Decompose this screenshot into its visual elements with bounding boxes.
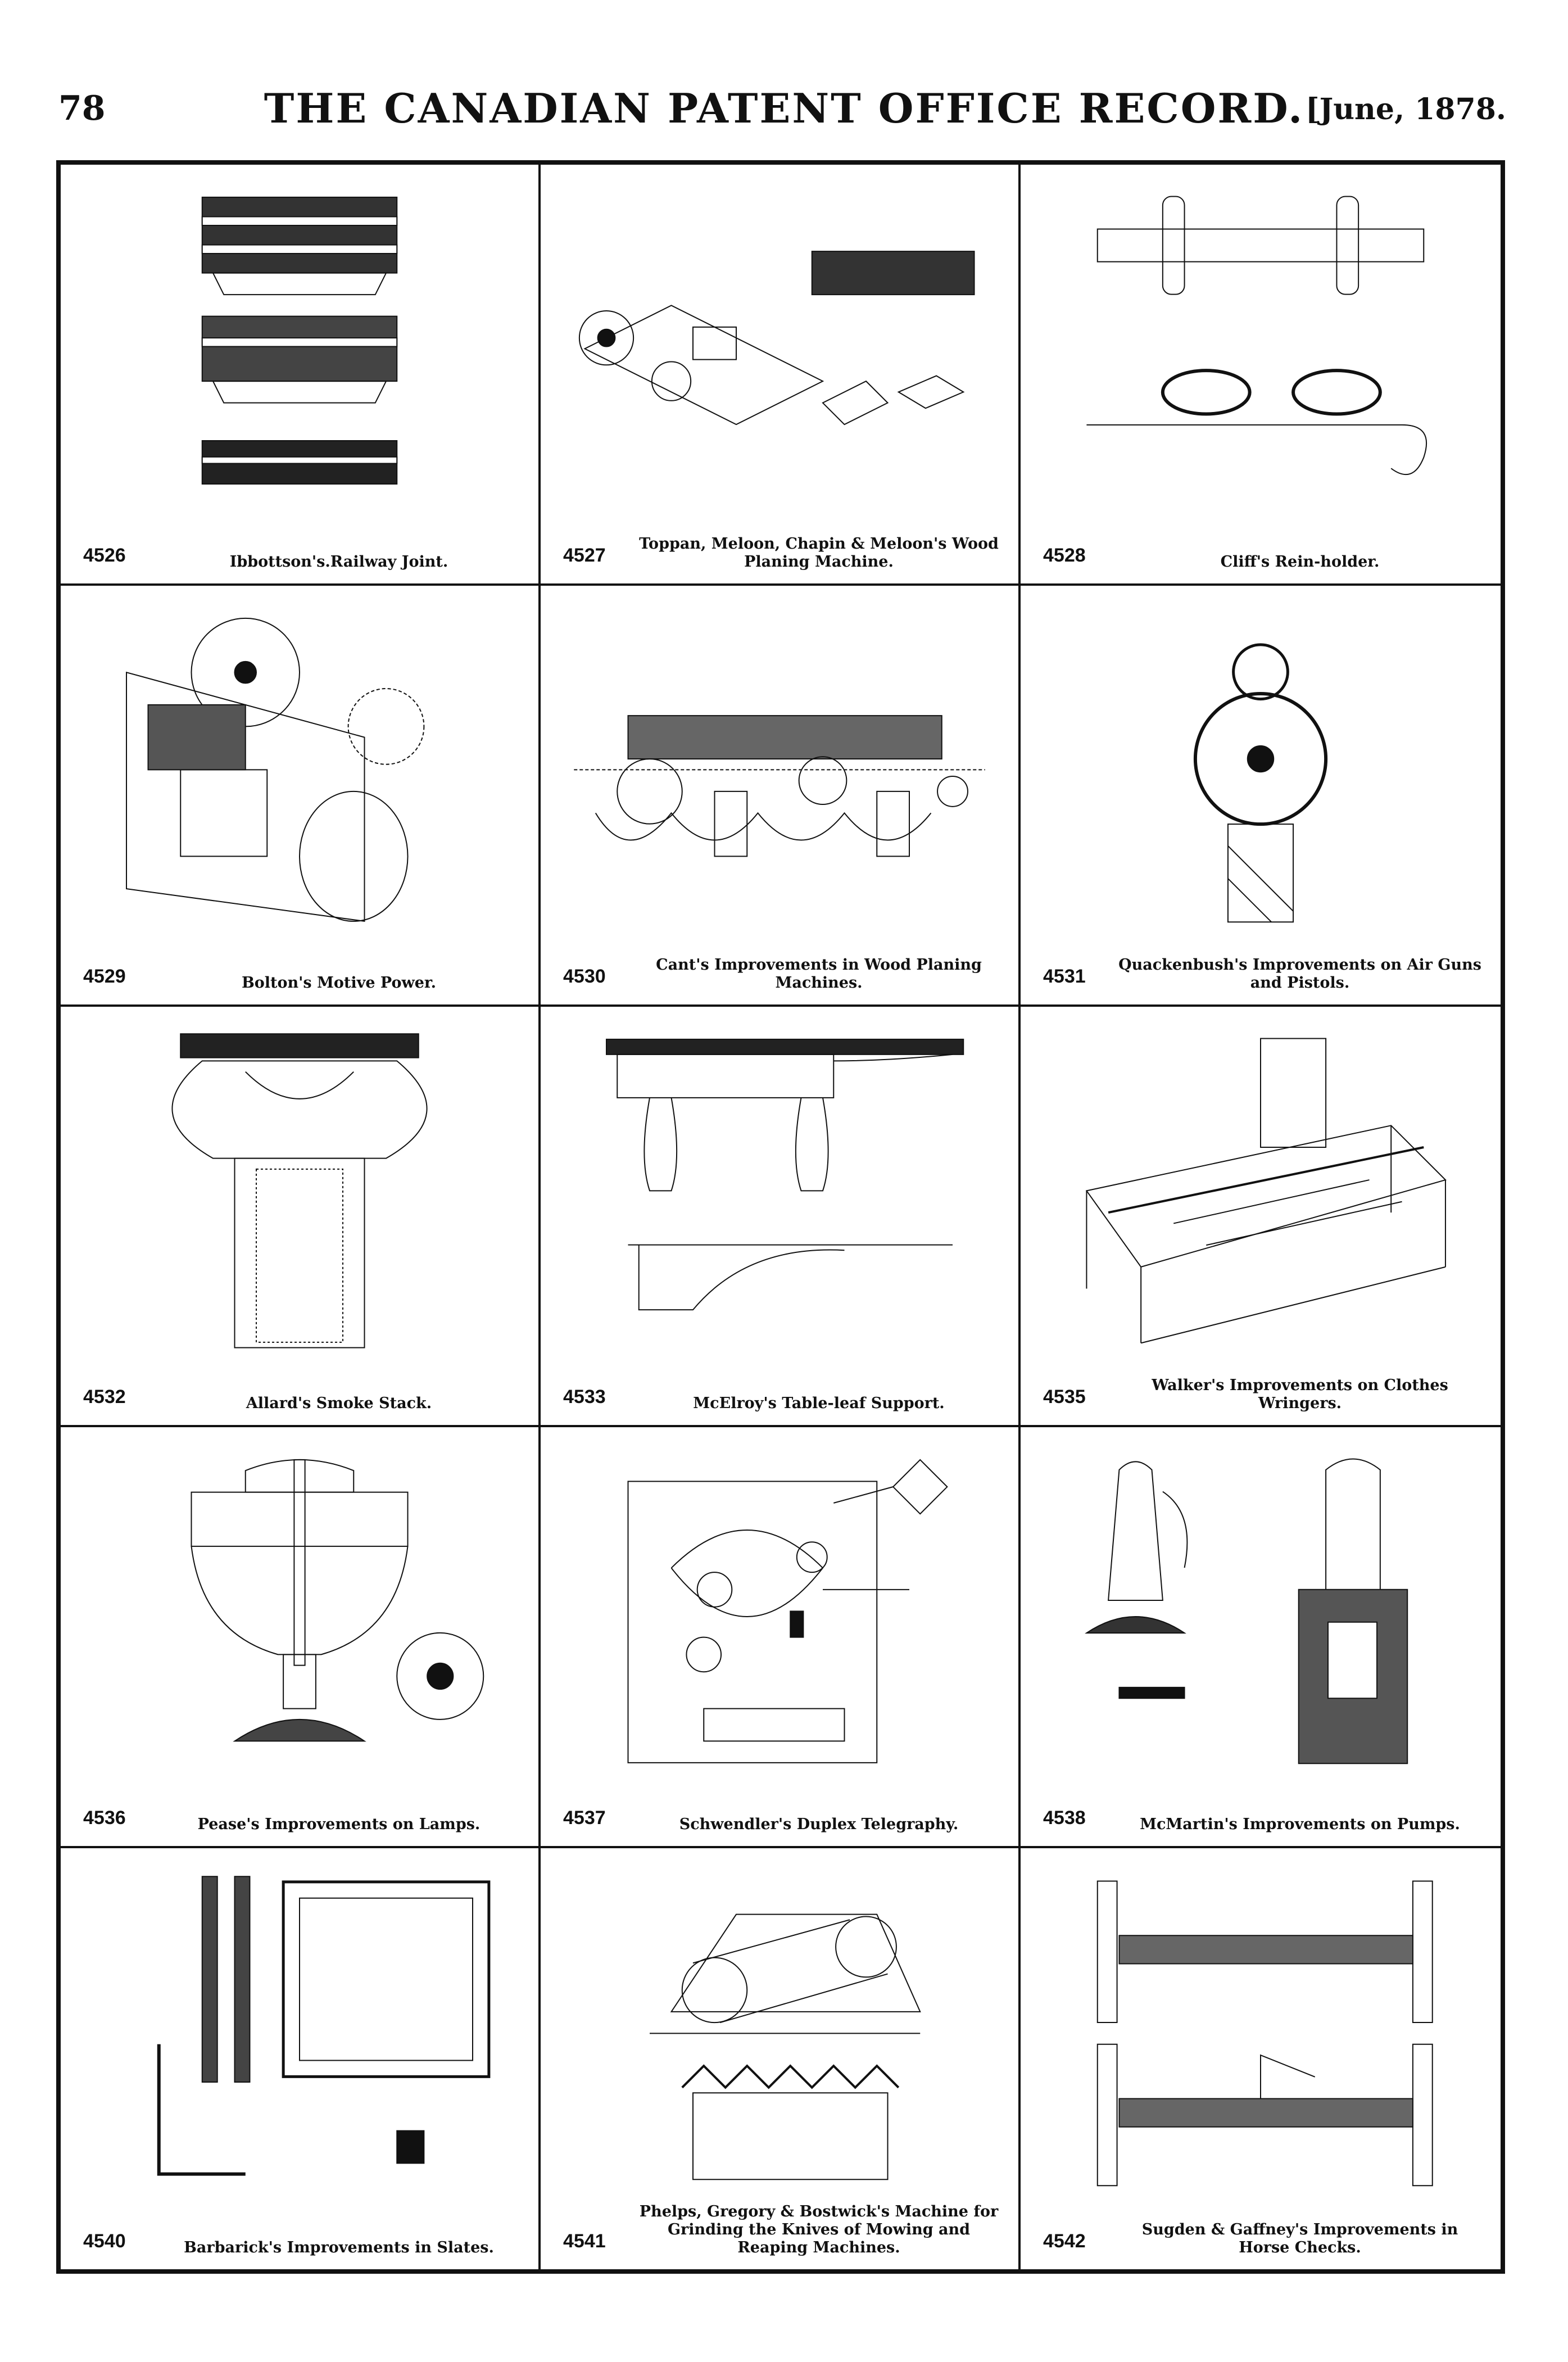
patent-cell: 4532 Allard's Smoke Stack. — [61, 1006, 541, 1428]
patent-caption: Toppan, Meloon, Chapin & Meloon's Wood P… — [639, 535, 999, 571]
smoke-stack-drawing — [83, 1024, 516, 1358]
page-number: 78 — [58, 89, 106, 128]
patent-number: 4537 — [563, 1807, 606, 1829]
patent-number: 4527 — [563, 544, 606, 566]
patent-cell: 4526 Ibbottson's.Railway Joint. — [61, 165, 541, 586]
patent-caption: Bolton's Motive Power. — [241, 974, 437, 992]
patent-caption: McMartin's Improvements on Pumps. — [1140, 1816, 1460, 1834]
lamp-drawing — [83, 1444, 516, 1779]
patent-cell: 4536 Pease's Improvements on Lamps. — [61, 1427, 541, 1849]
slate-drawing — [83, 1865, 516, 2202]
patent-number: 4540 — [83, 2230, 126, 2252]
patent-cell: 4537 Schwendler's Duplex Telegraphy. — [541, 1427, 1021, 1849]
patent-number: 4530 — [563, 965, 606, 987]
patent-cell: 4533 McElroy's Table-leaf Support. — [541, 1006, 1021, 1428]
patent-number: 4526 — [83, 544, 126, 566]
planing-machine-drawing — [563, 182, 996, 516]
patent-caption: Schwendler's Duplex Telegraphy. — [679, 1816, 959, 1834]
patent-cell: 4529 Bolton's Motive Power. — [61, 585, 541, 1007]
patent-cell: 4535 Walker's Improvements on Clothes Wr… — [1021, 1007, 1501, 1428]
patent-caption: Phelps, Gregory & Bostwick's Machine for… — [639, 2202, 999, 2256]
patent-number: 4541 — [563, 2230, 606, 2252]
patent-caption: Ibbottson's.Railway Joint. — [229, 553, 448, 571]
patent-number: 4528 — [1043, 544, 1086, 566]
patent-number: 4536 — [83, 1807, 126, 1829]
patent-number: 4533 — [563, 1386, 606, 1408]
patent-caption: Pease's Improvements on Lamps. — [197, 1816, 481, 1834]
patent-number: 4535 — [1043, 1386, 1086, 1408]
patent-cell: 4538 McMartin's Improvements on Pumps. — [1021, 1427, 1501, 1849]
patent-number: 4532 — [83, 1386, 126, 1408]
knife-grinder-drawing — [563, 1865, 996, 2202]
patent-number: 4538 — [1043, 1807, 1086, 1829]
motive-power-drawing — [83, 603, 516, 937]
patent-cell: 4541 Phelps, Gregory & Bostwick's Machin… — [541, 1848, 1021, 2269]
patent-number: 4542 — [1043, 2230, 1086, 2252]
patent-caption: McElroy's Table-leaf Support. — [693, 1395, 945, 1413]
patent-number: 4529 — [83, 965, 126, 987]
patent-caption: Barbarick's Improvements in Slates. — [184, 2238, 494, 2256]
horse-check-drawing — [1043, 1865, 1478, 2202]
patent-cell: 4540 Barbarick's Improvements in Slates. — [61, 1848, 541, 2269]
patent-caption: Walker's Improvements on Clothes Wringer… — [1152, 1377, 1448, 1413]
patent-caption: Cliff's Rein-holder. — [1220, 553, 1380, 571]
patent-caption: Cant's Improvements in Wood Planing Mach… — [656, 956, 982, 992]
patent-caption: Allard's Smoke Stack. — [246, 1395, 432, 1413]
patent-cell: 4527 Toppan, Meloon, Chapin & Meloon's W… — [541, 165, 1021, 586]
issue-date: [June, 1878. — [1306, 92, 1506, 126]
air-gun-drawing — [1043, 603, 1478, 937]
patent-cell: 4531 Quackenbush's Improvements on Air G… — [1021, 586, 1501, 1007]
telegraphy-drawing — [563, 1444, 996, 1779]
patent-cell: 4528 Cliff's Rein-holder. — [1021, 165, 1501, 586]
clothes-wringer-drawing — [1043, 1024, 1478, 1358]
patent-caption: Quackenbush's Improvements on Air Guns a… — [1118, 956, 1481, 992]
wood-planing-drawing — [563, 603, 996, 937]
patent-cell: 4542 Sugden & Gaffney's Improvements in … — [1021, 1848, 1501, 2269]
rein-holder-drawing — [1043, 182, 1478, 516]
page-title: THE CANADIAN PATENT OFFICE RECORD. — [264, 84, 1304, 132]
patent-number: 4531 — [1043, 965, 1086, 987]
patent-grid: 4526 Ibbottson's.Railway Joint. 4527 Top… — [56, 160, 1505, 2274]
patent-caption: Sugden & Gaffney's Improvements in Horse… — [1141, 2220, 1458, 2256]
pump-drawing — [1043, 1444, 1478, 1779]
page-header: 78 THE CANADIAN PATENT OFFICE RECORD. [J… — [0, 84, 1568, 146]
patent-cell: 4530 Cant's Improvements in Wood Planing… — [541, 585, 1021, 1007]
railway-joint-drawing — [83, 182, 516, 516]
table-leaf-drawing — [563, 1024, 996, 1358]
